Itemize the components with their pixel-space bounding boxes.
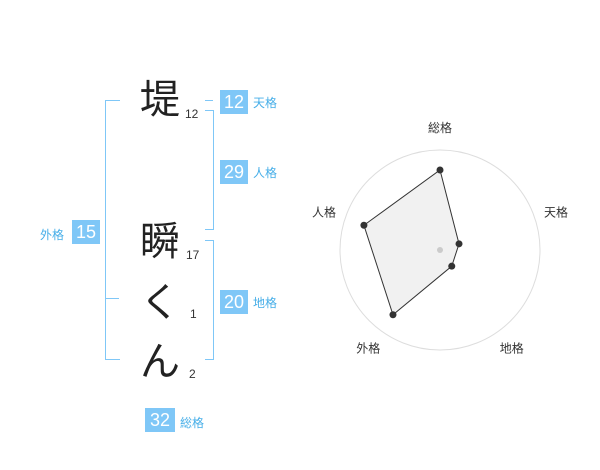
stroke-count-1: 12 xyxy=(185,107,199,121)
radar-point xyxy=(360,221,368,229)
soukaku-label: 総格 xyxy=(180,416,205,430)
radar-axis-label: 地格 xyxy=(500,341,524,356)
name-char-4: ん xyxy=(140,339,180,385)
radar-axis-label: 外格 xyxy=(356,341,380,356)
gaikaku-label: 外格 xyxy=(40,228,65,242)
gaikaku-bracket-tick xyxy=(105,298,119,299)
tenkaku-value: 12 xyxy=(220,90,248,114)
radar-axis-label: 天格 xyxy=(544,204,568,219)
radar-point xyxy=(436,166,444,174)
tenkaku-bracket xyxy=(205,100,213,101)
radar-polygon xyxy=(363,169,460,316)
stroke-count-3: 1 xyxy=(190,307,197,321)
radar-axis-label: 総格 xyxy=(428,120,452,135)
stroke-count-4: 2 xyxy=(189,367,196,381)
chikaku-bracket xyxy=(205,240,214,360)
jinkaku-bracket xyxy=(205,110,214,230)
gaikaku-bracket xyxy=(105,100,120,360)
chikaku-value: 20 xyxy=(220,290,248,314)
name-char-3: く xyxy=(140,280,180,326)
radar-axis-label: 人格 xyxy=(312,204,336,219)
name-char-2: 瞬 xyxy=(140,219,180,265)
gaikaku-value: 15 xyxy=(72,220,100,244)
name-char-1: 堤 xyxy=(140,77,180,123)
radar-center xyxy=(437,247,443,253)
radar-point xyxy=(389,311,397,319)
jinkaku-value: 29 xyxy=(220,160,248,184)
radar-point xyxy=(448,262,456,270)
stroke-count-2: 17 xyxy=(186,248,200,262)
tenkaku-label: 天格 xyxy=(253,96,278,110)
radar-point xyxy=(455,240,463,248)
jinkaku-label: 人格 xyxy=(253,166,278,180)
chikaku-label: 地格 xyxy=(253,296,278,310)
soukaku-value: 32 xyxy=(145,408,175,432)
